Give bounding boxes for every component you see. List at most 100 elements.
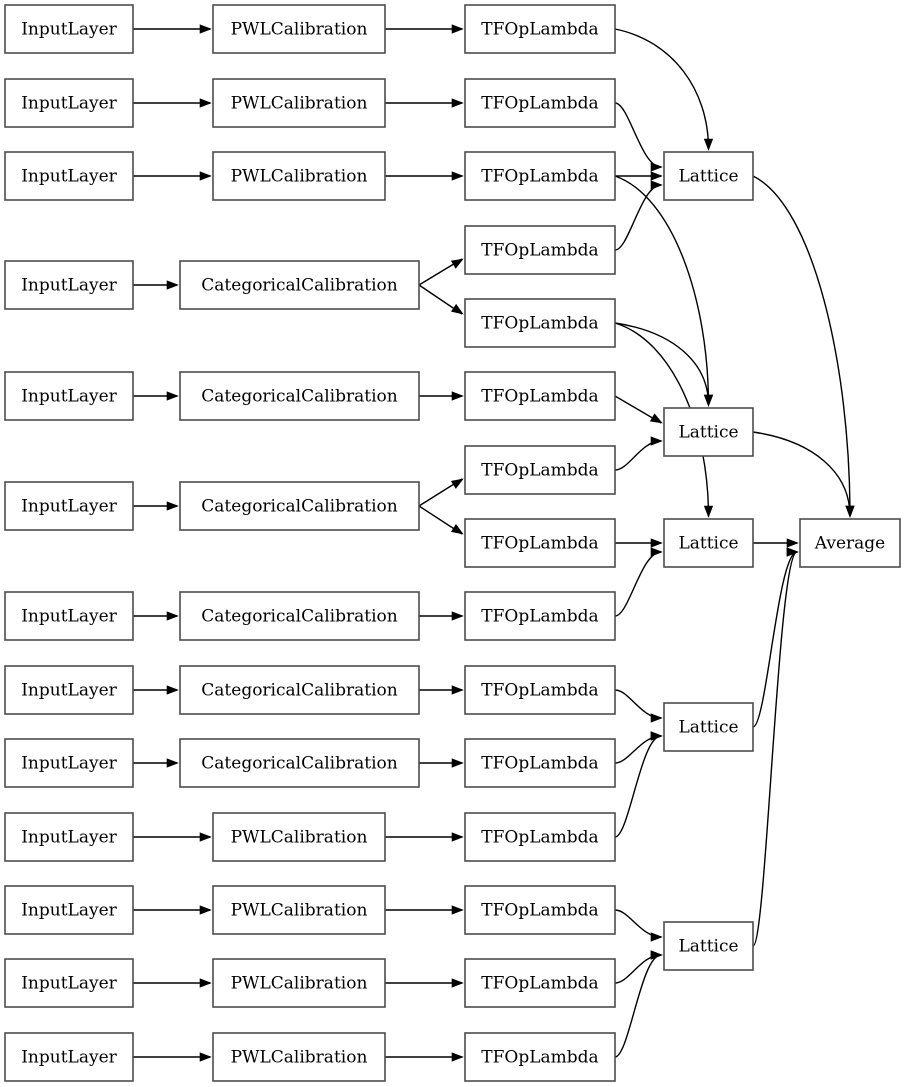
node-tf5[interactable]: TFOpLambda [464, 298, 616, 348]
node-box-tfop-lambda[interactable] [464, 958, 616, 1008]
node-in3[interactable]: InputLayer [4, 151, 134, 201]
node-in11[interactable]: InputLayer [4, 885, 134, 935]
node-box-pwlcalibration[interactable] [212, 78, 386, 128]
node-in4[interactable]: InputLayer [4, 260, 134, 310]
node-tf1[interactable]: TFOpLambda [464, 4, 616, 54]
node-box-input-layer[interactable] [4, 481, 134, 531]
node-box-pwlcalibration[interactable] [212, 958, 386, 1008]
node-box-pwlcalibration[interactable] [212, 4, 386, 54]
node-box-lattice[interactable] [663, 151, 754, 201]
node-tf7[interactable]: TFOpLambda [464, 445, 616, 495]
node-box-lattice[interactable] [663, 921, 754, 971]
node-box-tfop-lambda[interactable] [464, 591, 616, 641]
node-in7[interactable]: InputLayer [4, 591, 134, 641]
node-box-input-layer[interactable] [4, 78, 134, 128]
node-in12[interactable]: InputLayer [4, 958, 134, 1008]
node-box-pwlcalibration[interactable] [212, 812, 386, 862]
node-in2[interactable]: InputLayer [4, 78, 134, 128]
node-cal1[interactable]: PWLCalibration [212, 4, 386, 54]
node-in6[interactable]: InputLayer [4, 481, 134, 531]
node-in8[interactable]: InputLayer [4, 665, 134, 715]
node-box-categorical-calibration[interactable] [179, 481, 420, 531]
node-box-categorical-calibration[interactable] [179, 591, 420, 641]
node-in1[interactable]: InputLayer [4, 4, 134, 54]
node-cal8[interactable]: CategoricalCalibration [179, 665, 420, 715]
node-in13[interactable]: InputLayer [4, 1032, 134, 1082]
node-cal7[interactable]: CategoricalCalibration [179, 591, 420, 641]
node-in9[interactable]: InputLayer [4, 738, 134, 788]
node-tf10[interactable]: TFOpLambda [464, 665, 616, 715]
node-box-tfop-lambda[interactable] [464, 225, 616, 275]
node-lat2[interactable]: Lattice [663, 407, 754, 457]
node-cal3[interactable]: PWLCalibration [212, 151, 386, 201]
node-box-tfop-lambda[interactable] [464, 151, 616, 201]
node-box-categorical-calibration[interactable] [179, 738, 420, 788]
node-box-categorical-calibration[interactable] [179, 371, 420, 421]
arrow-head-icon [786, 547, 799, 557]
node-tf15[interactable]: TFOpLambda [464, 1032, 616, 1082]
node-cal11[interactable]: PWLCalibration [212, 885, 386, 935]
node-box-input-layer[interactable] [4, 1032, 134, 1082]
node-box-input-layer[interactable] [4, 591, 134, 641]
node-box-categorical-calibration[interactable] [179, 260, 420, 310]
node-box-tfop-lambda[interactable] [464, 298, 616, 348]
edge-tfop-lambda-to-lattice [614, 322, 714, 518]
node-avg[interactable]: Average [799, 518, 901, 568]
node-box-tfop-lambda[interactable] [464, 812, 616, 862]
node-box-input-layer[interactable] [4, 738, 134, 788]
node-box-input-layer[interactable] [4, 371, 134, 421]
node-box-input-layer[interactable] [4, 958, 134, 1008]
node-box-tfop-lambda[interactable] [464, 4, 616, 54]
node-box-input-layer[interactable] [4, 812, 134, 862]
node-box-pwlcalibration[interactable] [212, 885, 386, 935]
node-cal4[interactable]: CategoricalCalibration [179, 260, 420, 310]
node-tf2[interactable]: TFOpLambda [464, 78, 616, 128]
node-tf8[interactable]: TFOpLambda [464, 518, 616, 568]
node-box-average[interactable] [799, 518, 901, 568]
node-box-tfop-lambda[interactable] [464, 738, 616, 788]
node-lat3[interactable]: Lattice [663, 518, 754, 568]
node-tf4[interactable]: TFOpLambda [464, 225, 616, 275]
node-box-tfop-lambda[interactable] [464, 1032, 616, 1082]
node-box-tfop-lambda[interactable] [464, 445, 616, 495]
node-lat1[interactable]: Lattice [663, 151, 754, 201]
node-in5[interactable]: InputLayer [4, 371, 134, 421]
node-lat5[interactable]: Lattice [663, 921, 754, 971]
node-box-lattice[interactable] [663, 518, 754, 568]
edge-categorical-calibration-to-tfop-lambda [418, 478, 464, 507]
node-tf3[interactable]: TFOpLambda [464, 151, 616, 201]
node-lat4[interactable]: Lattice [663, 702, 754, 752]
node-cal2[interactable]: PWLCalibration [212, 78, 386, 128]
node-box-lattice[interactable] [663, 407, 754, 457]
node-tf6[interactable]: TFOpLambda [464, 371, 616, 421]
node-box-lattice[interactable] [663, 702, 754, 752]
edge-line [614, 322, 710, 517]
node-box-pwlcalibration[interactable] [212, 151, 386, 201]
node-box-tfop-lambda[interactable] [464, 518, 616, 568]
node-tf13[interactable]: TFOpLambda [464, 885, 616, 935]
node-box-input-layer[interactable] [4, 151, 134, 201]
node-in10[interactable]: InputLayer [4, 812, 134, 862]
node-box-tfop-lambda[interactable] [464, 665, 616, 715]
node-tf14[interactable]: TFOpLambda [464, 958, 616, 1008]
node-box-input-layer[interactable] [4, 260, 134, 310]
node-box-pwlcalibration[interactable] [212, 1032, 386, 1082]
node-cal10[interactable]: PWLCalibration [212, 812, 386, 862]
node-box-input-layer[interactable] [4, 4, 134, 54]
node-box-input-layer[interactable] [4, 885, 134, 935]
node-tf9[interactable]: TFOpLambda [464, 591, 616, 641]
node-cal9[interactable]: CategoricalCalibration [179, 738, 420, 788]
node-box-tfop-lambda[interactable] [464, 78, 616, 128]
node-box-categorical-calibration[interactable] [179, 665, 420, 715]
node-tf12[interactable]: TFOpLambda [464, 812, 616, 862]
node-cal6[interactable]: CategoricalCalibration [179, 481, 420, 531]
node-tf11[interactable]: TFOpLambda [464, 738, 616, 788]
arrow-head-icon [166, 758, 179, 768]
node-cal13[interactable]: PWLCalibration [212, 1032, 386, 1082]
node-box-input-layer[interactable] [4, 665, 134, 715]
node-cal12[interactable]: PWLCalibration [212, 958, 386, 1008]
node-box-tfop-lambda[interactable] [464, 885, 616, 935]
node-cal5[interactable]: CategoricalCalibration [179, 371, 420, 421]
node-box-tfop-lambda[interactable] [464, 371, 616, 421]
node-label-categorical-calibration: CategoricalCalibration [201, 276, 397, 296]
